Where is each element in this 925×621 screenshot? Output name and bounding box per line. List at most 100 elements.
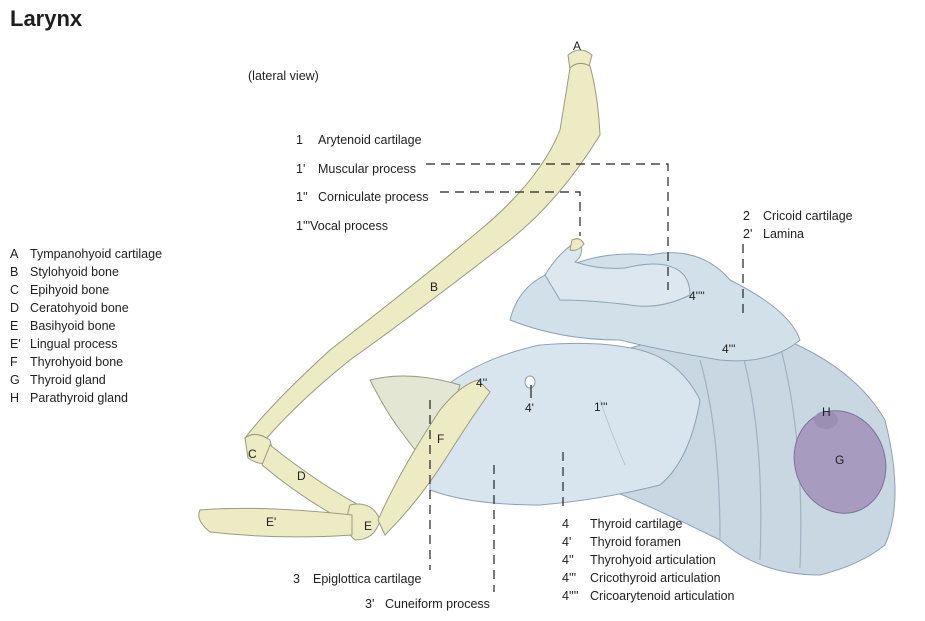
legend-item: H Parathyroid gland — [10, 389, 162, 407]
legend-text: Thyroid gland — [30, 373, 106, 387]
legend-text: Parathyroid gland — [30, 391, 128, 405]
legend-text: Ceratohyoid bone — [30, 301, 129, 315]
label-4-triple-prime: 4''' — [722, 342, 736, 356]
legend-text: Lingual process — [30, 337, 118, 351]
label-G: G — [835, 453, 845, 467]
legend-key: 2 — [743, 209, 750, 223]
legend-key: 4' — [562, 535, 572, 549]
leader-lines — [426, 163, 744, 592]
label-E: E — [364, 519, 373, 533]
page-title: Larynx — [10, 6, 83, 31]
legend-key: 4'''' — [562, 589, 579, 603]
legend-key: 4'' — [562, 553, 574, 567]
label-4-prime: 4' — [525, 401, 534, 415]
legend-item: F Thyrohyoid bone — [10, 353, 162, 371]
thyroid-cartilage — [429, 342, 701, 506]
stylohyoid-bone — [244, 62, 601, 441]
legend-text: Lamina — [763, 227, 804, 241]
view-subtitle: (lateral view) — [248, 69, 319, 83]
legend-item: 4' Thyroid foramen — [562, 533, 735, 551]
legend-item: G Thyroid gland — [10, 371, 162, 389]
legend-text: Cuneiform process — [385, 597, 490, 611]
label-4-quadruple-prime: 4'''' — [689, 289, 705, 303]
corniculate-process-leader — [440, 191, 581, 236]
legend-item: 2 Cricoid cartilage — [743, 207, 853, 225]
label-F: F — [437, 432, 445, 446]
legend-key: A — [10, 247, 19, 261]
legend-cricoid: 2 Cricoid cartilage 2' Lamina — [743, 207, 853, 243]
thyroid-foramen — [524, 375, 536, 389]
legend-key: 1 — [296, 133, 303, 147]
legend-cuneiform: 3' Cuneiform process — [365, 595, 490, 613]
legend-key: B — [10, 265, 19, 279]
lingual-process — [198, 507, 353, 538]
label-C: C — [248, 447, 257, 461]
legend-text: Thyroid cartilage — [590, 517, 683, 531]
label-1-triple-prime: 1''' — [594, 400, 608, 414]
legend-key: H — [10, 391, 20, 405]
legend-text: Cricoarytenoid articulation — [590, 589, 735, 603]
legend-text: Thyrohyoid articulation — [590, 553, 716, 567]
legend-key: F — [10, 355, 18, 369]
legend-key: 1'' — [296, 190, 308, 204]
legend-item: C Epihyoid bone — [10, 281, 162, 299]
label-B: B — [430, 280, 439, 294]
legend-item: E' Lingual process — [10, 335, 162, 353]
corniculate-tip — [569, 238, 585, 251]
legend-text: Stylohyoid bone — [30, 265, 119, 279]
legend-item: D Ceratohyoid bone — [10, 299, 162, 317]
legend-text: Cricothyroid articulation — [590, 571, 721, 585]
legend-key: 3 — [293, 572, 300, 586]
legend-item: A Tympanohyoid cartilage — [10, 245, 162, 263]
label-D: D — [297, 469, 306, 483]
legend-item: 2' Lamina — [743, 225, 853, 243]
legend-text: Vocal process — [310, 218, 388, 233]
legend-key: E — [10, 319, 19, 333]
legend-epiglottica: 3 Epiglottica cartilage — [293, 570, 421, 588]
legend-hyoid: A Tympanohyoid cartilage B Stylohyoid bone… — [10, 245, 162, 407]
legend-item: B Stylohyoid bone — [10, 263, 162, 281]
legend-item: 4'''' Cricoarytenoid articulation — [562, 587, 735, 605]
legend-key: G — [10, 373, 20, 387]
legend-text: Cricoid cartilage — [763, 209, 853, 223]
legend-key: 2' — [743, 227, 753, 241]
legend-text: Epihyoid bone — [30, 283, 110, 297]
hyoid-apparatus — [198, 49, 601, 541]
legend-key: 3' — [365, 597, 375, 611]
thyrohyoid-bone — [377, 379, 491, 536]
legend-item: 4'' Thyrohyoid articulation — [562, 551, 735, 569]
legend-item: 4''' Cricothyroid articulation — [562, 569, 735, 587]
parathyroid-gland — [814, 411, 838, 429]
legend-text: Tympanohyoid cartilage — [30, 247, 163, 261]
legend-key: 4''' — [562, 571, 577, 585]
legend-item: 3 Epiglottica cartilage — [293, 570, 421, 588]
legend-item: 1 Arytenoid cartilage — [296, 126, 428, 155]
label-4-double-prime: 4'' — [476, 376, 488, 390]
legend-item: 1'' Corniculate process — [296, 183, 428, 212]
label-H: H — [822, 405, 831, 419]
legend-text: Corniculate process — [318, 190, 429, 204]
legend-text: Epiglottica cartilage — [313, 572, 422, 586]
legend-item: 3' Cuneiform process — [365, 595, 490, 613]
legend-key: E' — [10, 337, 21, 351]
legend-thyroid: 4 Thyroid cartilage 4' Thyroid foramen 4''… — [562, 515, 735, 605]
label-A: A — [573, 39, 582, 53]
legend-key: 4 — [562, 517, 569, 531]
legend-key: D — [10, 301, 20, 315]
legend-item: 4 Thyroid cartilage — [562, 515, 735, 533]
legend-item: E Basihyoid bone — [10, 317, 162, 335]
legend-text: Thyrohyoid bone — [30, 355, 124, 369]
legend-text: Arytenoid cartilage — [318, 133, 422, 147]
legend-text: Thyroid foramen — [590, 535, 682, 549]
legend-item: 1'''Vocal process — [296, 212, 428, 241]
legend-text: Basihyoid bone — [30, 319, 116, 333]
legend-key: C — [10, 283, 20, 297]
legend-text: Muscular process — [318, 161, 416, 176]
legend-item: 1' Muscular process — [296, 155, 428, 184]
legend-key: 1' — [296, 161, 306, 176]
label-E-prime: E' — [266, 515, 277, 529]
muscular-process-leader — [426, 163, 669, 290]
legend-key: 1''' — [296, 218, 311, 233]
